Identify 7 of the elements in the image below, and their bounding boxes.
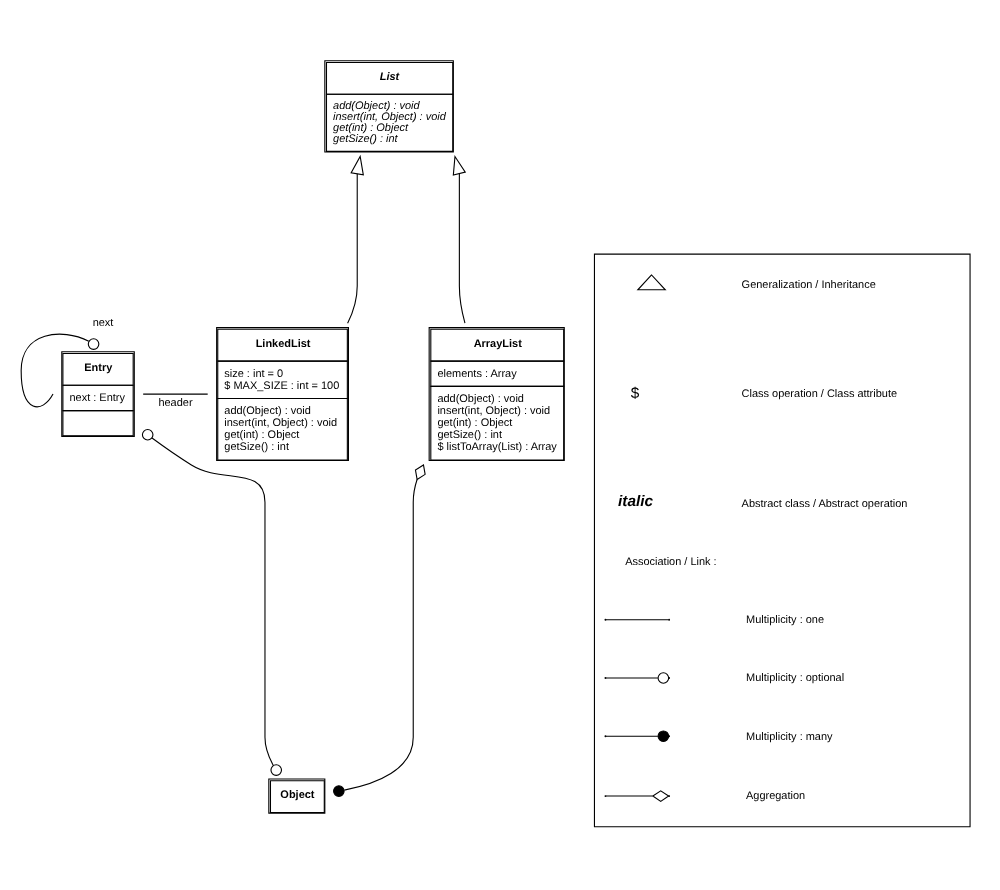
connector bbox=[333, 463, 426, 796]
arrow bbox=[347, 153, 364, 323]
node-box bbox=[593, 252, 971, 827]
connector bbox=[141, 427, 283, 775]
arrow bbox=[452, 153, 467, 323]
connector bbox=[142, 392, 209, 394]
connector bbox=[20, 332, 100, 407]
